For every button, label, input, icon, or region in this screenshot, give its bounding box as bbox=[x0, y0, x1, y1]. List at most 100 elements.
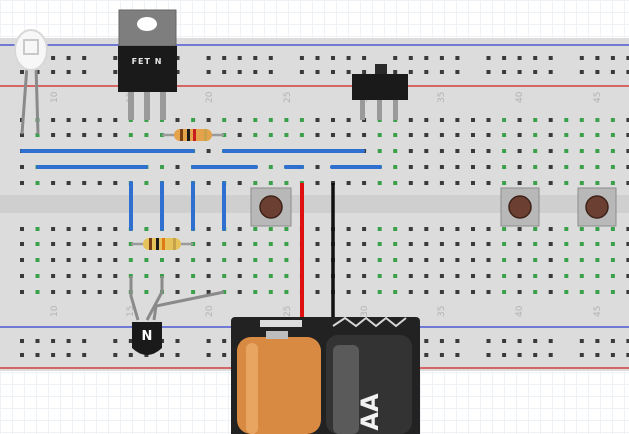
breadboard-hole bbox=[424, 274, 429, 278]
breadboard-hole bbox=[626, 339, 629, 343]
breadboard-hole bbox=[424, 56, 429, 60]
breadboard-hole bbox=[315, 56, 320, 60]
breadboard-hole bbox=[253, 133, 258, 137]
breadboard-hole bbox=[237, 181, 242, 185]
breadboard-hole bbox=[113, 181, 118, 185]
breadboard-hole bbox=[377, 227, 382, 231]
breadboard-hole bbox=[66, 227, 71, 231]
led[interactable] bbox=[14, 29, 48, 135]
breadboard-hole bbox=[346, 133, 351, 137]
col-label: 25 bbox=[283, 306, 293, 317]
breadboard-hole bbox=[175, 353, 180, 357]
breadboard-hole bbox=[533, 339, 538, 343]
breadboard-hole bbox=[393, 70, 398, 74]
breadboard-hole bbox=[362, 242, 367, 246]
breadboard-hole bbox=[533, 133, 538, 137]
breadboard-hole bbox=[471, 242, 475, 246]
breadboard-hole bbox=[253, 227, 258, 231]
breadboard-hole bbox=[408, 227, 413, 231]
breadboard-hole bbox=[517, 118, 522, 122]
breadboard-hole bbox=[393, 149, 398, 153]
breadboard-hole bbox=[439, 353, 444, 357]
mosfet[interactable]: FET N bbox=[118, 9, 177, 120]
breadboard-hole bbox=[113, 227, 118, 231]
resistor-band bbox=[187, 129, 190, 141]
npn-transistor[interactable]: N bbox=[129, 276, 225, 355]
breadboard-hole bbox=[502, 290, 507, 294]
resistor-band bbox=[180, 129, 183, 141]
breadboard-hole bbox=[206, 227, 211, 231]
breadboard-hole bbox=[533, 242, 538, 246]
pushbutton-2[interactable] bbox=[500, 187, 540, 227]
breadboard-hole bbox=[564, 274, 569, 278]
breadboard-hole bbox=[113, 56, 118, 60]
pushbutton-cap[interactable] bbox=[585, 195, 609, 219]
breadboard-hole bbox=[206, 290, 211, 294]
breadboard-hole bbox=[268, 242, 273, 246]
breadboard-hole bbox=[610, 118, 615, 122]
breadboard-hole bbox=[439, 227, 444, 231]
breadboard-hole bbox=[439, 181, 444, 185]
slide-switch[interactable] bbox=[352, 64, 408, 120]
breadboard-hole bbox=[113, 242, 118, 246]
breadboard-hole bbox=[97, 290, 102, 294]
resistor-band bbox=[156, 238, 159, 250]
breadboard-hole bbox=[579, 165, 584, 169]
breadboard-hole bbox=[51, 133, 56, 137]
breadboard-center-channel bbox=[0, 195, 629, 213]
breadboard-hole bbox=[253, 274, 258, 278]
breadboard-hole bbox=[595, 133, 600, 137]
pushbutton-3[interactable] bbox=[577, 187, 617, 227]
breadboard-hole bbox=[82, 133, 87, 137]
pushbutton-cap[interactable] bbox=[508, 195, 532, 219]
breadboard-hole bbox=[191, 274, 196, 278]
breadboard-hole bbox=[206, 242, 211, 246]
breadboard-hole bbox=[564, 242, 569, 246]
resistor-band bbox=[193, 129, 196, 141]
breadboard-hole bbox=[424, 165, 429, 169]
breadboard-hole bbox=[97, 274, 102, 278]
pushbutton-1[interactable] bbox=[250, 187, 292, 227]
resistor-bottom[interactable] bbox=[131, 238, 193, 250]
breadboard-hole bbox=[595, 274, 600, 278]
pushbutton-cap[interactable] bbox=[259, 195, 283, 219]
switch-knob[interactable] bbox=[375, 64, 387, 76]
resistor-band bbox=[173, 238, 176, 250]
battery-holder[interactable]: AA bbox=[231, 316, 420, 434]
breadboard-hole bbox=[579, 118, 584, 122]
breadboard-hole bbox=[595, 118, 600, 122]
breadboard-hole bbox=[331, 56, 335, 60]
breadboard-hole bbox=[408, 258, 413, 262]
breadboard-hole bbox=[113, 339, 118, 343]
breadboard-hole bbox=[51, 70, 56, 74]
col-label: 30 bbox=[360, 305, 370, 317]
breadboard-hole bbox=[299, 118, 304, 122]
breadboard-hole bbox=[346, 274, 351, 278]
breadboard-hole bbox=[486, 165, 491, 169]
breadboard-hole bbox=[533, 56, 538, 60]
breadboard-hole bbox=[517, 165, 522, 169]
breadboard-hole bbox=[175, 339, 180, 343]
breadboard-hole bbox=[595, 70, 600, 74]
breadboard-hole bbox=[610, 165, 615, 169]
breadboard-hole bbox=[408, 242, 413, 246]
breadboard-hole bbox=[51, 274, 56, 278]
col-label: 10 bbox=[50, 305, 60, 317]
breadboard-hole bbox=[502, 149, 507, 153]
breadboard-hole bbox=[533, 149, 538, 153]
breadboard-hole bbox=[20, 242, 24, 246]
blue-jumpers bbox=[20, 149, 382, 231]
resistor-top[interactable] bbox=[162, 129, 224, 141]
breadboard-hole bbox=[486, 274, 491, 278]
breadboard-hole bbox=[237, 227, 242, 231]
mosfet-body bbox=[118, 46, 177, 92]
breadboard-hole bbox=[20, 227, 24, 231]
breadboard-hole bbox=[35, 339, 40, 343]
breadboard-hole bbox=[486, 242, 491, 246]
breadboard-hole bbox=[533, 70, 538, 74]
breadboard-hole bbox=[362, 274, 367, 278]
breadboard-hole bbox=[82, 290, 87, 294]
breadboard-hole bbox=[222, 56, 227, 60]
breadboard-hole bbox=[35, 258, 40, 262]
